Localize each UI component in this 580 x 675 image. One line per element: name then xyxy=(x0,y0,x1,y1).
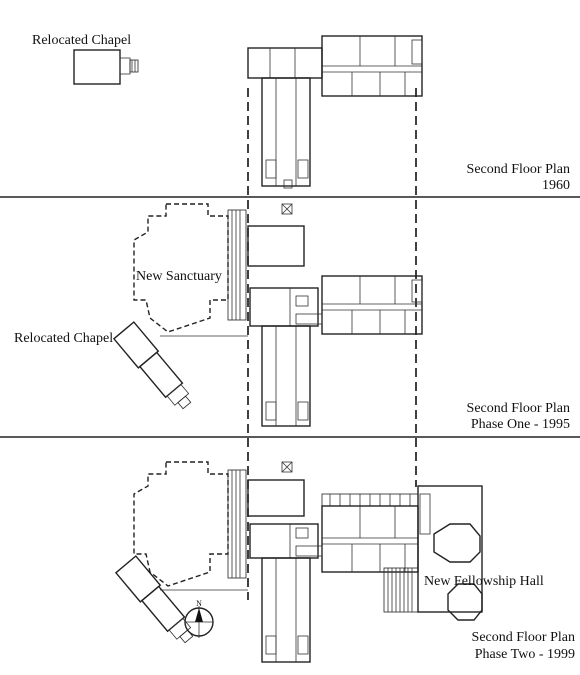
plan-1995 xyxy=(112,203,423,427)
label-relocated-chapel-top: Relocated Chapel xyxy=(32,33,131,48)
top-wing-1960 xyxy=(321,35,423,97)
main-wing-1999 xyxy=(247,461,319,663)
label-new-fellowship-hall: New Fellowship Hall xyxy=(424,574,544,589)
fellowship-hall-1999 xyxy=(383,485,483,621)
plan-1999: N xyxy=(114,461,483,663)
chapel-1960 xyxy=(73,49,139,85)
east-wing-1995 xyxy=(295,275,423,335)
section-1-title: Second Floor Plan xyxy=(467,162,570,177)
east-wing-1999 xyxy=(295,493,419,573)
section-1-subtitle: 1960 xyxy=(542,178,570,193)
sanctuary-1995 xyxy=(133,203,248,337)
main-wing-1995 xyxy=(247,203,319,427)
plan-1960 xyxy=(73,35,423,189)
sanctuary-1999 xyxy=(133,461,248,591)
chapel-1995 xyxy=(112,321,192,410)
main-wing-1960 xyxy=(247,47,323,189)
label-new-sanctuary: New Sanctuary xyxy=(136,269,222,284)
north-arrow: N xyxy=(184,599,214,638)
chapel-1999 xyxy=(114,555,194,644)
label-relocated-chapel-mid: Relocated Chapel xyxy=(14,331,113,346)
north-letter: N xyxy=(196,599,202,608)
section-2-title: Second Floor Plan xyxy=(467,401,570,416)
section-2-subtitle: Phase One - 1995 xyxy=(471,417,570,432)
section-3-title: Second Floor Plan xyxy=(472,630,575,645)
section-3-subtitle: Phase Two - 1999 xyxy=(475,647,575,662)
